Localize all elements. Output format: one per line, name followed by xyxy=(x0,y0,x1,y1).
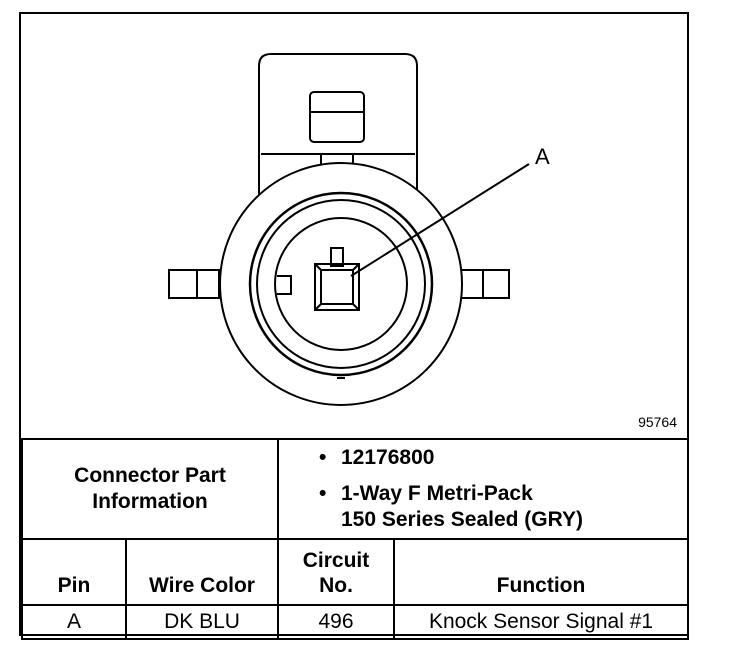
part-info-label-line2: Information xyxy=(92,490,208,513)
connector-type: 1-Way F Metri-Pack 150 Series Sealed (GR… xyxy=(341,481,583,533)
cell-wire-color: DK BLU xyxy=(125,604,279,640)
cell-circuit: 496 xyxy=(277,604,395,640)
part-info-label: Connector Part Information xyxy=(21,438,279,540)
part-number: 12176800 xyxy=(341,446,435,469)
header-wire-color: Wire Color xyxy=(125,538,279,606)
connector-frame: A 95764 Connector Part Information • 121… xyxy=(19,12,690,640)
header-circuit-line2: No. xyxy=(319,574,353,597)
connector-drawing xyxy=(168,53,530,406)
callout-leader-line xyxy=(350,163,530,277)
table-row: A DK BLU 496 Knock Sensor Signal #1 xyxy=(21,604,690,640)
connector-diagram: A 95764 xyxy=(21,14,687,438)
part-info-label-line1: Connector Part xyxy=(74,464,226,487)
header-function: Function xyxy=(392,538,690,606)
header-circuit-line1: Circuit xyxy=(302,549,370,572)
callout-label: A xyxy=(535,144,550,169)
cell-pin: A xyxy=(21,604,127,640)
part-info-row: Connector Part Information • 12176800 • … xyxy=(21,438,690,540)
connector-type-item: • 1-Way F Metri-Pack 150 Series Sealed (… xyxy=(319,481,687,533)
connector-outline xyxy=(168,53,510,406)
header-pin: Pin xyxy=(21,538,127,606)
connector-type-line1: 1-Way F Metri-Pack xyxy=(341,482,533,505)
drawing-number: 95764 xyxy=(638,414,677,430)
bullet-icon: • xyxy=(319,482,327,505)
cell-function: Knock Sensor Signal #1 xyxy=(392,604,690,640)
connector-info-table: Connector Part Information • 12176800 • … xyxy=(21,438,690,640)
part-number-item: • 12176800 xyxy=(319,445,687,471)
bullet-icon: • xyxy=(319,446,327,469)
header-row: Pin Wire Color Circuit No. Function xyxy=(21,538,690,606)
part-info-details: • 12176800 • 1-Way F Metri-Pack 150 Seri… xyxy=(276,438,690,540)
connector-type-line2: 150 Series Sealed (GRY) xyxy=(341,508,584,531)
header-circuit: Circuit No. xyxy=(277,538,395,606)
